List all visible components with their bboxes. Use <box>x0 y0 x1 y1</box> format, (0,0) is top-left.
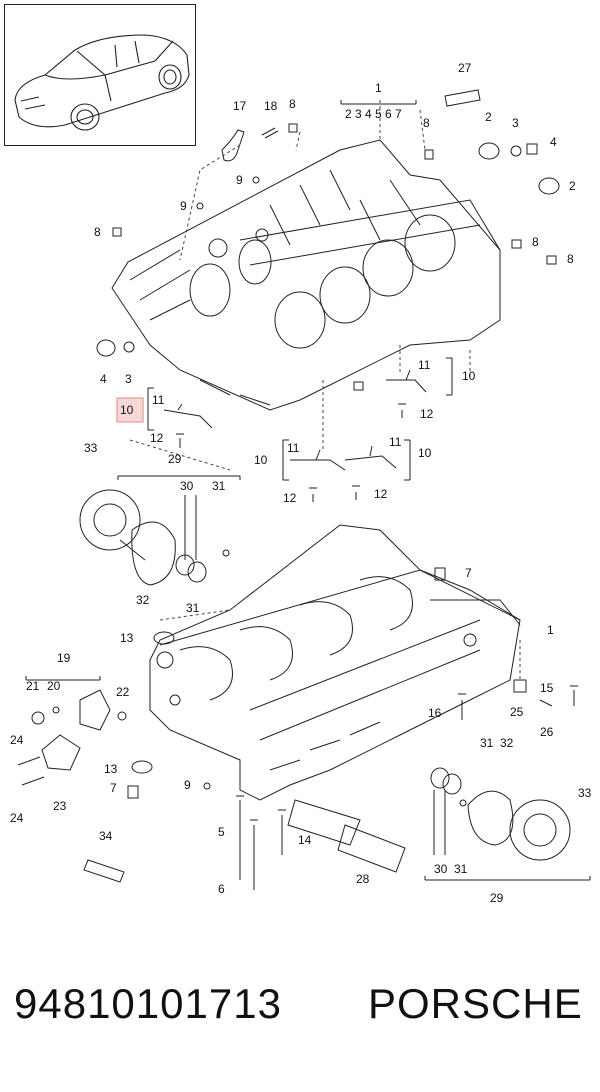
callout-12b: 12 <box>283 491 297 505</box>
callout-33a: 33 <box>84 441 98 455</box>
callout-11b: 11 <box>287 441 300 455</box>
callout-1-sub: 2 3 4 5 6 7 <box>345 107 402 121</box>
callout-labels: 1 2 3 4 5 6 7 27 17 18 8 8 8 8 8 2 2 3 3… <box>10 61 592 905</box>
callout-32a: 32 <box>136 593 150 607</box>
callout-5: 5 <box>218 825 225 839</box>
callout-31a: 31 <box>212 479 226 493</box>
callout-16: 16 <box>428 706 442 720</box>
callout-1-mid: 1 <box>547 623 554 637</box>
callout-12c: 12 <box>374 487 388 501</box>
callout-23: 23 <box>53 799 67 813</box>
seal-ring-part <box>538 177 560 195</box>
car-thumbnail <box>4 4 196 146</box>
callout-4b: 4 <box>100 372 107 386</box>
callout-26: 26 <box>540 725 554 739</box>
callout-31c: 31 <box>480 736 494 750</box>
callout-22: 22 <box>116 685 130 699</box>
callout-8c: 8 <box>94 225 101 239</box>
callout-27: 27 <box>458 61 472 75</box>
callout-29b: 29 <box>490 891 504 905</box>
callout-13b: 13 <box>104 762 118 776</box>
callout-21: 21 <box>26 679 40 693</box>
callout-30a: 30 <box>180 479 194 493</box>
callout-12a: 12 <box>150 431 164 445</box>
callout-31d: 31 <box>454 862 468 876</box>
callout-13a: 13 <box>120 631 134 645</box>
callout-12d: 12 <box>420 407 434 421</box>
lower-crankcase <box>149 524 521 801</box>
footer: 94810101713 PORSCHE <box>0 980 600 1060</box>
cover-part-right <box>509 799 571 861</box>
part-number: 94810101713 <box>14 980 282 1027</box>
callout-32b: 32 <box>500 736 514 750</box>
callout-31b: 31 <box>186 601 200 615</box>
callout-10d: 10 <box>462 369 476 383</box>
callout-18: 18 <box>264 99 278 113</box>
callout-29a: 29 <box>168 452 182 466</box>
callout-33b: 33 <box>578 786 592 800</box>
sensor-part <box>221 129 245 162</box>
callout-9b: 9 <box>180 199 187 213</box>
callout-8a: 8 <box>289 97 296 111</box>
callout-19: 19 <box>57 651 71 665</box>
callout-15: 15 <box>540 681 554 695</box>
callout-7b: 7 <box>110 781 117 795</box>
callout-10a: 10 <box>120 403 134 417</box>
callout-11d: 11 <box>418 358 431 372</box>
callout-2b: 2 <box>569 179 576 193</box>
callout-8b: 8 <box>423 116 430 130</box>
seal-ring-part <box>478 142 500 160</box>
callout-2a: 2 <box>485 110 492 124</box>
bearing-shell-part <box>444 89 481 107</box>
callout-7a: 7 <box>465 566 472 580</box>
callout-10b: 10 <box>254 453 268 467</box>
callout-24b: 24 <box>10 811 24 825</box>
callout-28: 28 <box>356 872 370 886</box>
callout-24a: 24 <box>10 733 24 747</box>
callout-8e: 8 <box>567 252 574 266</box>
callout-6: 6 <box>218 882 225 896</box>
callout-17: 17 <box>233 99 247 113</box>
callout-11a: 11 <box>152 393 165 407</box>
cover-part-left <box>79 489 141 551</box>
brand-name: PORSCHE <box>368 980 583 1027</box>
callout-3b: 3 <box>125 372 132 386</box>
callout-3a: 3 <box>512 116 519 130</box>
exploded-parts-diagram: 1 2 3 4 5 6 7 27 17 18 8 8 8 8 8 2 2 3 3… <box>10 61 592 905</box>
callout-25: 25 <box>510 705 524 719</box>
callout-11c: 11 <box>389 435 402 449</box>
callout-20: 20 <box>47 679 61 693</box>
callout-14: 14 <box>298 833 312 847</box>
car-thumbnail-icon <box>14 34 190 131</box>
highlighted-callout-box <box>116 397 144 423</box>
callout-1-top: 1 <box>375 81 382 95</box>
callout-9c: 9 <box>184 778 191 792</box>
callout-9a: 9 <box>236 173 243 187</box>
callout-10c: 10 <box>418 446 432 460</box>
long-bolt-part <box>236 795 244 880</box>
callout-34: 34 <box>99 829 113 843</box>
callout-4a: 4 <box>550 135 557 149</box>
callout-30b: 30 <box>434 862 448 876</box>
callout-8d: 8 <box>532 235 539 249</box>
upper-engine-block <box>111 139 501 411</box>
